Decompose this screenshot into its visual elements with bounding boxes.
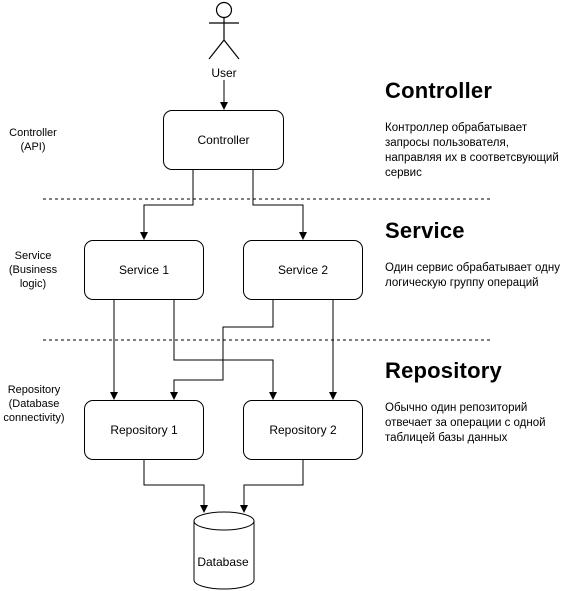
service-1-node: Service 1	[84, 240, 204, 300]
service-layer-description: Один сервис обрабатывает одну логическую…	[385, 262, 560, 289]
user-actor-icon	[208, 1, 240, 60]
controller-node: Controller	[163, 110, 284, 170]
edge-service2-repository1	[170, 300, 274, 400]
controller-layer-side-label: Controller (API)	[9, 127, 57, 153]
repository-1-node: Repository 1	[84, 400, 204, 460]
repository-layer-heading: Repository	[385, 358, 502, 383]
repository-layer-description: Обычно один репозиторий отвечает за опер…	[385, 402, 546, 444]
database-label: Database	[197, 555, 249, 569]
edge-repository1-database	[143, 460, 208, 513]
controller-layer-description: Контроллер обрабатывает запросы пользова…	[385, 122, 559, 179]
edge-controller-service2	[252, 170, 307, 240]
edge-repository2-database	[240, 460, 304, 513]
user-label: User	[211, 66, 237, 80]
database-cylinder-icon	[193, 511, 255, 590]
controller-layer-heading: Controller	[385, 78, 493, 103]
service-layer-heading: Service	[385, 218, 465, 243]
service-layer-side-label: Service (Business logic)	[8, 250, 58, 290]
service-2-node: Service 2	[243, 240, 363, 300]
edge-controller-service1	[140, 170, 194, 240]
repository-2-node: Repository 2	[243, 400, 363, 460]
repository-layer-side-label: Repository (Database connectivity)	[3, 384, 65, 424]
